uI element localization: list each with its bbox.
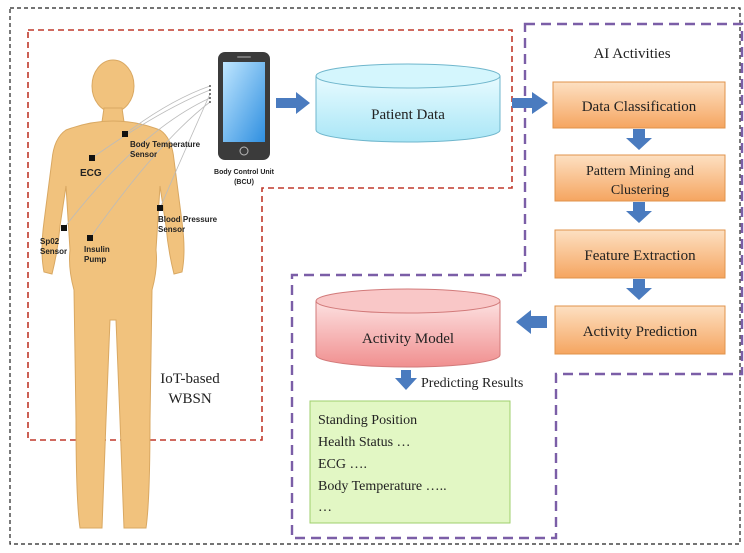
phone-icon xyxy=(218,52,270,160)
arrow-down-icon xyxy=(395,370,417,390)
human-body-figure xyxy=(41,59,185,529)
activity-model-label: Activity Model xyxy=(362,331,454,347)
patient-data-cylinder xyxy=(315,63,501,143)
feature-extraction-box xyxy=(554,229,726,279)
arrow-right-icon xyxy=(512,92,548,114)
result-line: Standing Position xyxy=(318,413,417,428)
ecg-sensor-marker xyxy=(89,155,95,161)
bp-label-1: Blood Pressure xyxy=(158,215,218,224)
wbsn-region-border xyxy=(27,29,513,441)
sensor-wires xyxy=(63,85,211,239)
predicting-results-header: Predicting Results xyxy=(421,376,523,391)
result-line: … xyxy=(318,500,332,515)
body-temp-sensor-marker xyxy=(122,131,128,137)
insulin-label-1: Insulin xyxy=(84,245,110,254)
bp-label-2: Sensor xyxy=(158,225,185,234)
result-line: ECG …. xyxy=(318,457,367,472)
insulin-sensor-marker xyxy=(87,235,93,241)
result-line: Body Temperature ….. xyxy=(318,479,447,494)
spo2-label-1: Sp02 xyxy=(40,237,60,246)
bp-sensor-marker xyxy=(157,205,163,211)
result-line: Health Status … xyxy=(318,435,411,450)
wbsn-label-2: WBSN xyxy=(168,391,212,407)
feature-extraction-label: Feature Extraction xyxy=(584,248,696,264)
insulin-label-2: Pump xyxy=(84,255,106,264)
bcu-label-1: Body Control Unit xyxy=(214,169,275,176)
pattern-mining-box xyxy=(554,154,726,202)
wbsn-label-1: IoT-based xyxy=(160,371,220,387)
arrow-down-icon xyxy=(626,279,652,300)
ai-title: AI Activities xyxy=(593,46,670,62)
arrow-right-icon xyxy=(276,92,310,114)
body-temp-label-1: Body Temperature xyxy=(130,140,201,149)
predicting-results-box xyxy=(309,400,511,524)
arrow-left-icon xyxy=(516,310,547,334)
ecg-label: ECG xyxy=(80,168,102,179)
body-temp-label-2: Sensor xyxy=(130,150,157,159)
spo2-sensor-marker xyxy=(61,225,67,231)
arrow-down-icon xyxy=(626,129,652,150)
data-classification-box xyxy=(552,81,726,129)
ai-region-border xyxy=(290,22,744,540)
pattern-mining-label-2: Clustering xyxy=(611,183,669,198)
pattern-mining-label-1: Pattern Mining and xyxy=(586,164,694,179)
patient-data-label: Patient Data xyxy=(371,107,445,123)
activity-prediction-label: Activity Prediction xyxy=(583,324,698,340)
outer-frame xyxy=(9,7,741,545)
wire-dots xyxy=(209,85,211,103)
activity-prediction-box xyxy=(554,305,726,355)
activity-model-cylinder xyxy=(315,288,501,368)
arrow-down-icon xyxy=(626,202,652,223)
bcu-label-2: (BCU) xyxy=(234,179,254,186)
spo2-label-2: Sensor xyxy=(40,247,67,256)
data-classification-label: Data Classification xyxy=(582,99,697,115)
